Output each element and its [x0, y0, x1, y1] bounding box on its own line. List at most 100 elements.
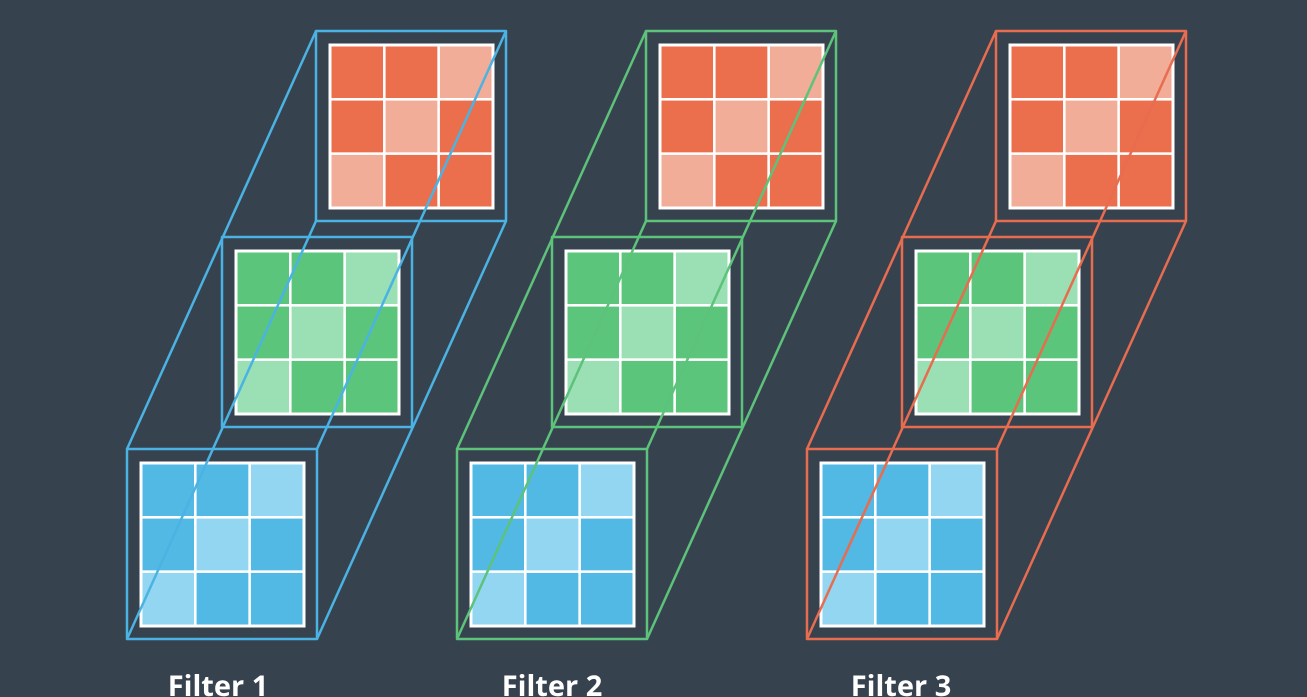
- red-grid-border: [658, 43, 825, 210]
- green-cell: [619, 304, 676, 361]
- filter-1-label: Filter 1: [167, 666, 269, 697]
- red-cell: [1008, 43, 1066, 101]
- edge-tl: [455, 30, 648, 450]
- red-cell: [658, 43, 716, 101]
- red-grid: [1008, 43, 1175, 210]
- blue-cell: [139, 461, 197, 519]
- green-grid-border: [564, 249, 731, 416]
- green-cell: [673, 304, 731, 361]
- blue-cell: [819, 516, 877, 573]
- blue-cell: [194, 570, 251, 628]
- green-cell: [234, 304, 292, 361]
- blue-cell: [469, 516, 527, 573]
- red-cell: [1063, 98, 1120, 155]
- blue-cell: [578, 516, 636, 573]
- edge-br: [995, 220, 1188, 640]
- green-cell: [564, 358, 622, 416]
- green-grid: [564, 249, 731, 416]
- red-cell: [767, 43, 825, 101]
- red-cell: [713, 98, 770, 155]
- red-cell: [437, 98, 495, 155]
- green-frame: [900, 235, 1094, 429]
- blue-grid: [139, 461, 306, 628]
- green-grid: [914, 249, 1081, 416]
- green-cell: [343, 249, 401, 307]
- green-cell: [343, 304, 401, 361]
- green-frame: [550, 235, 744, 429]
- blue-cell: [578, 570, 636, 628]
- blue-frame: [805, 447, 999, 641]
- edge-bl: [805, 220, 998, 640]
- red-frame: [994, 29, 1188, 223]
- blue-frame: [455, 447, 649, 641]
- edge-tr: [645, 30, 838, 450]
- blue-cell: [248, 461, 306, 519]
- blue-grid: [819, 461, 986, 628]
- blue-cell: [524, 516, 581, 573]
- green-cell: [1023, 249, 1081, 307]
- red-cell: [328, 98, 386, 155]
- blue-cell: [469, 570, 527, 628]
- red-cell: [437, 43, 495, 101]
- blue-cell: [248, 570, 306, 628]
- blue-cell: [874, 516, 931, 573]
- edge-br: [645, 220, 838, 640]
- red-cell: [713, 43, 770, 101]
- red-frame: [644, 29, 838, 223]
- blue-cell: [248, 516, 306, 573]
- filter-2-group: [455, 29, 838, 641]
- red-cell: [328, 152, 386, 210]
- blue-cell: [469, 461, 527, 519]
- blue-cell: [139, 516, 197, 573]
- blue-cell: [194, 516, 251, 573]
- blue-grid: [469, 461, 636, 628]
- blue-grid-border: [139, 461, 306, 628]
- red-grid-border: [328, 43, 495, 210]
- red-grid: [658, 43, 825, 210]
- green-cell: [1023, 304, 1081, 361]
- blue-grid-border: [469, 461, 636, 628]
- green-cell: [914, 358, 972, 416]
- edge-tl: [805, 30, 998, 450]
- red-cell: [767, 98, 825, 155]
- blue-cell: [928, 461, 986, 519]
- red-cell: [383, 98, 440, 155]
- green-cell: [234, 358, 292, 416]
- blue-cell: [524, 570, 581, 628]
- green-cell: [914, 304, 972, 361]
- red-cell: [328, 43, 386, 101]
- red-cell: [1117, 43, 1175, 101]
- red-grid: [328, 43, 495, 210]
- edge-tr: [995, 30, 1188, 450]
- blue-frame: [125, 447, 319, 641]
- red-grid-border: [1008, 43, 1175, 210]
- blue-cell: [874, 570, 931, 628]
- green-cell: [969, 304, 1026, 361]
- blue-cell: [819, 461, 877, 519]
- red-cell: [1008, 152, 1066, 210]
- filter-3-label: Filter 3: [850, 666, 952, 697]
- blue-cell: [928, 570, 986, 628]
- edge-bl: [455, 220, 648, 640]
- green-grid-border: [914, 249, 1081, 416]
- green-grid-border: [234, 249, 401, 416]
- red-cell: [383, 43, 440, 101]
- red-cell: [1117, 98, 1175, 155]
- edge-tl: [125, 30, 318, 450]
- green-cell: [564, 304, 622, 361]
- edge-tr: [315, 30, 508, 450]
- filter-3-group: [805, 29, 1188, 641]
- filter-1-group: [125, 29, 508, 641]
- red-cell: [1063, 43, 1120, 101]
- red-cell: [1008, 98, 1066, 155]
- green-cell: [289, 304, 346, 361]
- blue-cell: [139, 570, 197, 628]
- blue-grid-border: [819, 461, 986, 628]
- green-frame: [220, 235, 414, 429]
- blue-cell: [194, 461, 251, 519]
- edge-br: [315, 220, 508, 640]
- red-cell: [658, 152, 716, 210]
- blue-cell: [578, 461, 636, 519]
